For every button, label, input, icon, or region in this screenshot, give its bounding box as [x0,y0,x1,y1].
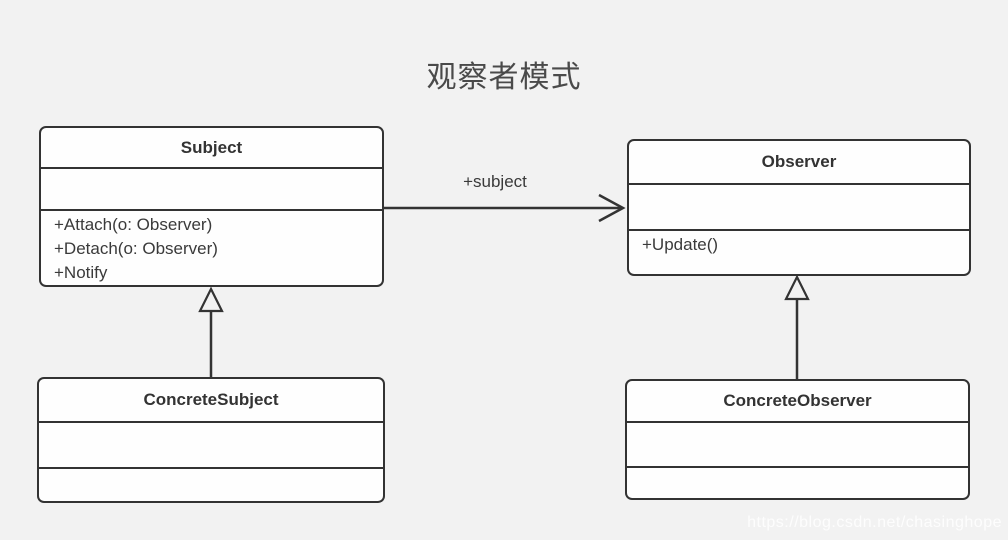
class-name-observer: Observer [629,141,969,185]
class-methods-observer: +Update() [629,231,969,274]
hollow-triangle-arrowhead-icon [198,286,224,313]
method-item: +Attach(o: Observer) [54,215,213,234]
class-attributes-observer [629,185,969,231]
open-arrowhead-icon [598,193,626,223]
diagram-title: 观察者模式 [426,61,582,94]
method-item: +Notify [54,263,108,282]
class-attributes-concrete-subject [39,423,383,469]
association-label: +subject [463,172,527,191]
class-box-observer: Observer +Update() [627,139,971,276]
class-attributes-concrete-observer [627,423,968,468]
class-box-subject: Subject +Attach(o: Observer) +Detach(o: … [39,126,384,287]
class-name-subject: Subject [41,128,382,170]
watermark: https://blog.csdn.net/chasinghope [747,514,1002,531]
class-methods-subject: +Attach(o: Observer) +Detach(o: Observer… [41,211,382,285]
association-arrow-subject-observer [384,193,626,223]
generalization-arrow-concretesubject-subject [198,286,224,377]
class-box-concrete-observer: ConcreteObserver [625,379,970,500]
method-item: +Update() [642,235,719,254]
class-name-concrete-subject: ConcreteSubject [39,379,383,423]
method-item: +Detach(o: Observer) [54,239,218,258]
class-attributes-subject [41,169,382,211]
hollow-triangle-arrowhead-icon [784,274,810,301]
class-box-concrete-subject: ConcreteSubject [37,377,385,503]
generalization-arrow-concreteobserver-observer [784,274,810,379]
class-methods-concrete-observer [627,468,968,498]
class-name-concrete-observer: ConcreteObserver [627,381,968,423]
class-methods-concrete-subject [39,469,383,501]
